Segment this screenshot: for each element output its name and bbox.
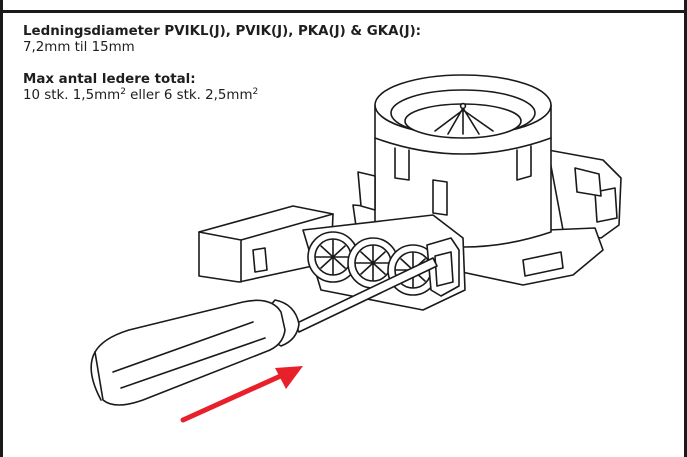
- max-value-part2: eller 6 stk. 2,5mm: [125, 88, 253, 103]
- screwdriver-handle: [94, 299, 286, 406]
- max-value-part1: 10 stk. 1,5mm: [23, 88, 121, 103]
- handle-end: [90, 351, 102, 401]
- bracket-top-edge: [240, 213, 334, 241]
- diameter-spec: Ledningsdiameter PVIKL(J), PVIK(J), PKA(…: [23, 24, 421, 56]
- junction-box: [198, 74, 622, 311]
- screwdriver: [90, 257, 438, 406]
- bracket-slot: [252, 247, 268, 273]
- max-value-sup2: 2: [252, 87, 259, 97]
- top-border: [3, 0, 684, 13]
- rear-lug-slot: [574, 167, 602, 197]
- push-direction-arrow-icon: [180, 366, 303, 423]
- center-pin: [459, 102, 467, 110]
- max-conductors-heading: Max antal ledere total:: [23, 72, 196, 87]
- max-conductors-spec: Max antal ledere total: 10 stk. 1,5mm2 e…: [23, 72, 258, 104]
- base-tab: [522, 251, 564, 277]
- max-value-sup1: 2: [120, 87, 126, 97]
- max-conductors-value: 10 stk. 1,5mm2 eller 6 stk. 2,5mm2: [23, 88, 258, 104]
- handle-flutes: [112, 321, 266, 389]
- diameter-value: 7,2mm til 15mm: [23, 40, 135, 55]
- side-step: [357, 171, 376, 211]
- diameter-heading: Ledningsdiameter PVIKL(J), PVIK(J), PKA(…: [23, 24, 422, 39]
- front-post: [432, 179, 448, 216]
- body-grips: [394, 145, 532, 181]
- body-band: [374, 137, 552, 155]
- junction-box-illustration: [90, 74, 622, 423]
- front-latch-window: [434, 251, 454, 287]
